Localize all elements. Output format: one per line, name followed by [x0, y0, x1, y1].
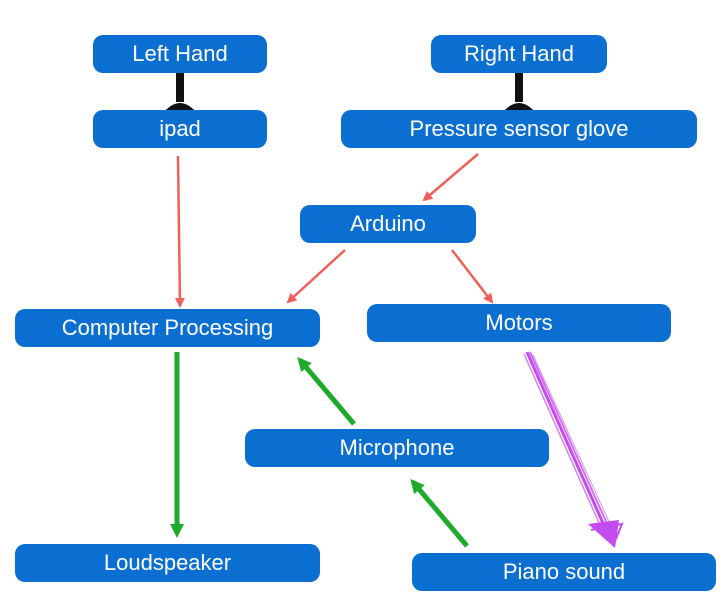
- arrow-arduino-to-computer: [286, 249, 346, 304]
- node-piano-sound: Piano sound: [412, 553, 716, 591]
- connector-left-hand-ipad: [164, 72, 196, 112]
- node-right-hand: Right Hand: [431, 35, 607, 73]
- arrow-ipad-to-computer: [174, 155, 185, 308]
- arrow-microphone-to-computer: [297, 356, 356, 426]
- node-computer-processing: Computer Processing: [15, 309, 320, 347]
- node-left-hand: Left Hand: [93, 35, 267, 73]
- connector-right-hand-glove: [503, 72, 535, 112]
- arrow-glove-to-arduino: [422, 153, 479, 202]
- arrow-motors-to-piano: [523, 351, 624, 548]
- node-ipad: ipad: [93, 110, 267, 148]
- node-microphone: Microphone: [245, 429, 549, 467]
- arrow-piano-to-microphone: [410, 478, 469, 548]
- node-loudspeaker: Loudspeaker: [15, 544, 320, 582]
- node-motors: Motors: [367, 304, 671, 342]
- node-arduino: Arduino: [300, 205, 476, 243]
- arrow-arduino-to-motors: [451, 249, 494, 304]
- node-pressure-sensor-glove: Pressure sensor glove: [341, 110, 697, 148]
